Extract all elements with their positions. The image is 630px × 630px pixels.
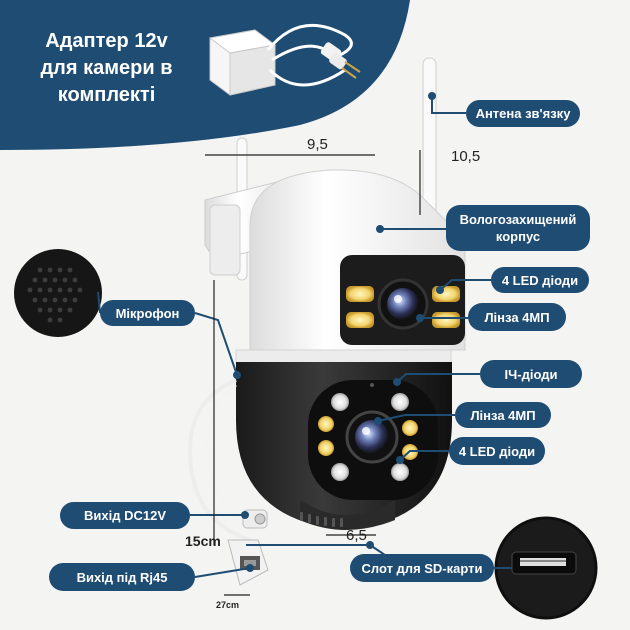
microphone-holes — [27, 267, 83, 323]
label-rj45-out: Вихід під Rj45 — [49, 563, 195, 591]
label-dc-out: Вихід DC12V — [60, 502, 190, 529]
label-ir-diodes: ІЧ-діоди — [480, 360, 582, 388]
label-lens-top: Лінза 4МП — [468, 303, 566, 331]
label-antenna: Антена зв'язку — [466, 100, 580, 127]
label-microphone: Мікрофон — [100, 300, 195, 326]
banner-line-1: Адаптер 12v — [45, 30, 168, 52]
dimension-cable: 15cm — [185, 533, 221, 549]
label-lens-bottom: Лінза 4МП — [455, 402, 551, 428]
banner-line-2: для камери в — [40, 57, 173, 79]
microphone-inset — [14, 249, 102, 337]
dimension-height: 10,5 — [451, 148, 481, 165]
banner-shape — [0, 0, 410, 150]
adapter-banner-title: Адаптер 12v для камери в комплекті — [14, 28, 199, 109]
label-housing: Вологозахищений корпус — [446, 205, 590, 251]
label-sd-slot: Слот для SD-карти — [350, 554, 494, 582]
label-led-bottom: 4 LED діоди — [449, 437, 545, 465]
dimension-cable-total: 27cm — [216, 600, 240, 610]
banner-line-3: комплекті — [57, 84, 156, 106]
dimension-base: 6,5 — [346, 527, 367, 544]
dimension-width: 9,5 — [307, 136, 328, 153]
adapter-image — [208, 23, 361, 96]
label-led-top: 4 LED діоди — [491, 267, 589, 293]
